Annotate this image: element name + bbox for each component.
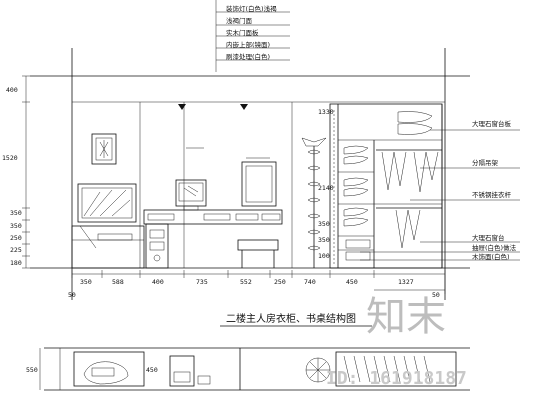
frame-lines bbox=[30, 48, 470, 300]
right-label-3: 不锈钢挂衣杆 bbox=[472, 190, 512, 199]
svg-text:50: 50 bbox=[432, 291, 440, 299]
plan-dim-2: 450 bbox=[146, 366, 158, 374]
bottom-dim-6: 250 bbox=[274, 278, 286, 286]
bottom-dim-5: 552 bbox=[240, 278, 252, 286]
bottom-dim-9: 1327 bbox=[398, 278, 414, 286]
svg-text:50: 50 bbox=[68, 291, 76, 299]
bottom-dim-4: 735 bbox=[196, 278, 208, 286]
right-dim-2: 2140 bbox=[318, 184, 334, 192]
floor-lamp bbox=[301, 137, 327, 268]
bottom-dim-1: 350 bbox=[80, 278, 92, 286]
right-dim-5: 100 bbox=[318, 252, 330, 260]
top-label-4: 内嵌上部(镜面) bbox=[226, 40, 270, 49]
top-leader-labels: 装饰灯(白色)浅褐 浅褐门面 实木门面板 内嵌上部(镜面) 刷漆处理(白色) bbox=[215, 0, 290, 72]
bottom-dim-2: 588 bbox=[112, 278, 124, 286]
tv-unit bbox=[71, 183, 145, 269]
watermark-logo: 知末 bbox=[366, 294, 446, 340]
right-dimensions: 1330 2140 350 350 100 bbox=[318, 108, 334, 260]
plan-view: 550 450 bbox=[26, 347, 470, 391]
left-dim-7: 180 bbox=[10, 259, 22, 267]
top-label-1: 装饰灯(白色)浅褐 bbox=[226, 4, 277, 13]
top-label-3: 实木门面板 bbox=[226, 28, 259, 37]
right-label-4: 大理石窗台 bbox=[472, 233, 505, 242]
left-dim-2: 1520 bbox=[2, 154, 18, 162]
top-label-2: 浅褐门面 bbox=[226, 16, 253, 25]
left-dim-3: 350 bbox=[10, 209, 22, 217]
right-label-6: 木饰面(白色) bbox=[472, 252, 510, 261]
watermark-id: ID: 161918187 bbox=[326, 368, 467, 389]
right-dim-1: 1330 bbox=[318, 108, 334, 116]
wall-art-frame bbox=[91, 133, 117, 165]
left-dimensions: 400 1520 350 350 250 225 180 bbox=[2, 75, 30, 269]
right-leader-labels: 大理石窗台板 分隔吊架 不锈钢挂衣杆 大理石窗台 抽屉(白色)做法 木饰面(白色… bbox=[360, 119, 520, 261]
right-label-1: 大理石窗台板 bbox=[472, 119, 512, 128]
right-label-5: 抽屉(白色)做法 bbox=[472, 243, 517, 252]
bottom-dim-7: 740 bbox=[304, 278, 316, 286]
wardrobe bbox=[329, 103, 443, 269]
plan-dim-1: 550 bbox=[26, 366, 38, 374]
left-dim-6: 225 bbox=[10, 246, 22, 254]
top-label-5: 刷漆处理(白色) bbox=[226, 52, 270, 61]
right-label-2: 分隔吊架 bbox=[472, 158, 499, 167]
right-dim-3: 350 bbox=[318, 220, 330, 228]
bottom-dim-3: 400 bbox=[152, 278, 164, 286]
right-dim-4: 350 bbox=[318, 236, 330, 244]
desk-area bbox=[143, 104, 283, 269]
bottom-dim-8: 450 bbox=[346, 278, 358, 286]
left-dim-1: 400 bbox=[6, 86, 18, 94]
left-dim-5: 250 bbox=[10, 234, 22, 242]
left-dim-4: 350 bbox=[10, 222, 22, 230]
drawing-title: 二楼主人房衣柜、书桌结构图 bbox=[226, 312, 356, 325]
bottom-dimensions: 350 588 400 735 552 250 740 450 1327 50 … bbox=[68, 270, 446, 299]
watermark: 知末 ID: 161918187 bbox=[326, 294, 467, 389]
